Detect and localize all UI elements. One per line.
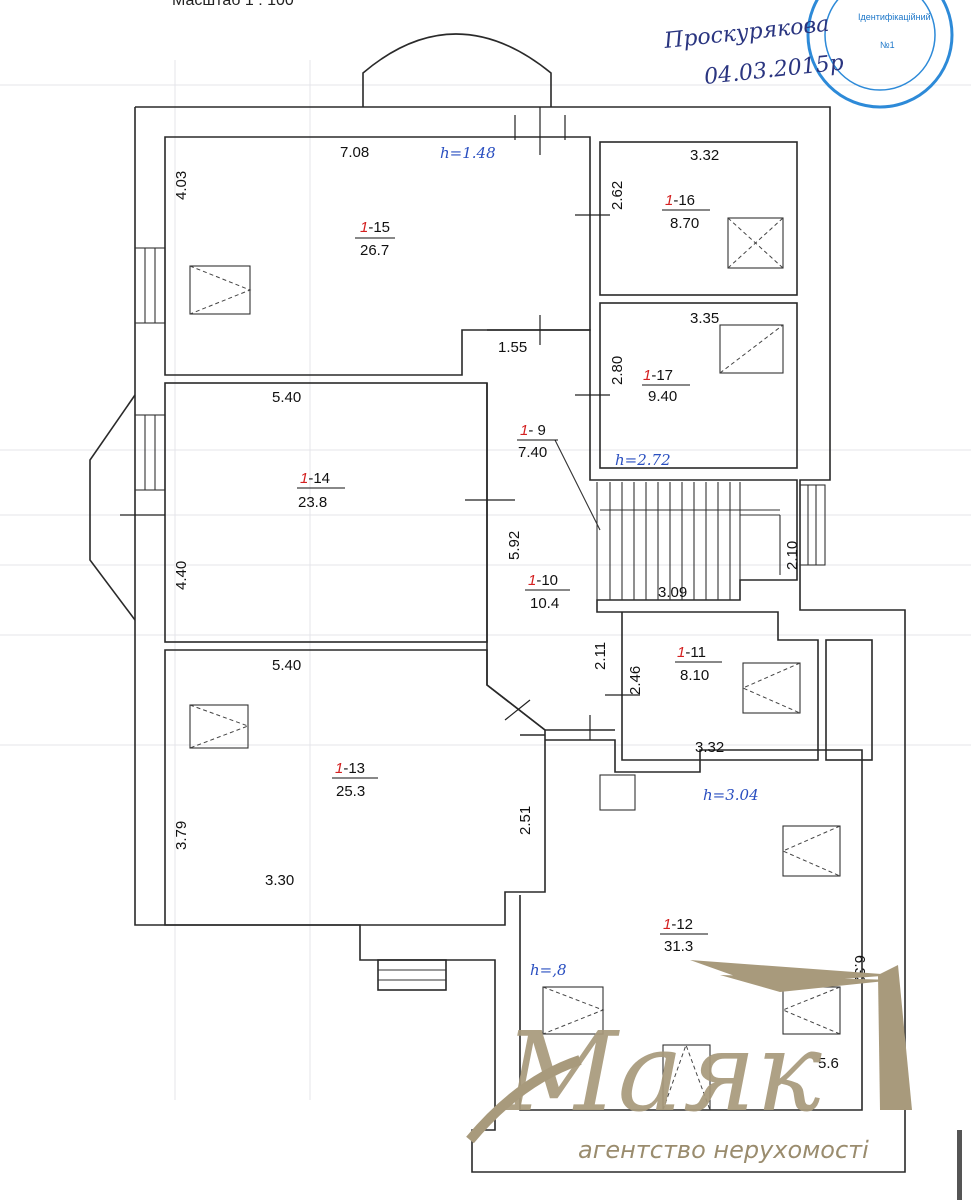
svg-text:7.40: 7.40 bbox=[518, 444, 547, 461]
corridor-1-9-1-10 bbox=[487, 329, 819, 761]
lighthouse-icon bbox=[878, 965, 912, 1110]
svg-text:10.4: 10.4 bbox=[530, 595, 559, 612]
svg-text:3.79: 3.79 bbox=[173, 821, 190, 850]
background-table bbox=[0, 60, 971, 1100]
official-stamp: Ідентифікаційний №1 bbox=[806, 0, 954, 109]
svg-text:26.7: 26.7 bbox=[360, 242, 389, 259]
svg-text:5.6: 5.6 bbox=[818, 1055, 839, 1072]
svg-text:h=2.72: h=2.72 bbox=[615, 451, 671, 469]
svg-text:5.92: 5.92 bbox=[506, 531, 523, 560]
svg-text:1-14: 1-14 bbox=[300, 470, 330, 487]
doors bbox=[120, 107, 640, 740]
svg-text:25.3: 25.3 bbox=[336, 783, 365, 800]
room-labels: 1-15 26.7 1-16 8.70 1-17 9.40 1-14 23.8 … bbox=[297, 192, 722, 955]
svg-text:8.70: 8.70 bbox=[670, 215, 699, 232]
svg-text:2.11: 2.11 bbox=[592, 642, 609, 670]
svg-text:2.46: 2.46 bbox=[627, 666, 644, 695]
closet bbox=[825, 639, 873, 761]
svg-text:1.55: 1.55 bbox=[498, 339, 527, 356]
svg-text:3.30: 3.30 bbox=[265, 872, 294, 889]
room-1-14 bbox=[164, 382, 488, 643]
svg-text:1-16: 1-16 bbox=[665, 192, 695, 209]
svg-text:3.32: 3.32 bbox=[695, 739, 724, 756]
svg-text:3.35: 3.35 bbox=[690, 310, 719, 327]
svg-text:3.32: 3.32 bbox=[690, 147, 719, 164]
svg-text:3.09: 3.09 bbox=[658, 584, 687, 601]
svg-text:2.62: 2.62 bbox=[609, 181, 626, 210]
svg-text:1-12: 1-12 bbox=[663, 916, 693, 933]
fixture-boxes bbox=[189, 217, 841, 1111]
svg-text:1-13: 1-13 bbox=[335, 760, 365, 777]
svg-text:31.3: 31.3 bbox=[664, 938, 693, 955]
entrance-steps bbox=[377, 959, 447, 991]
left-bay-window bbox=[89, 394, 136, 621]
svg-text:23.8: 23.8 bbox=[298, 494, 327, 511]
top-bay-window bbox=[362, 33, 552, 107]
svg-text:агентство нерухомості: агентство нерухомості bbox=[578, 1136, 869, 1164]
svg-text:4.03: 4.03 bbox=[173, 171, 190, 200]
svg-text:2.51: 2.51 bbox=[517, 806, 534, 835]
lighthouse-beam-icon bbox=[690, 960, 895, 992]
svg-text:1- 9: 1- 9 bbox=[520, 422, 546, 439]
svg-text:1-17: 1-17 bbox=[643, 367, 673, 384]
svg-text:8.10: 8.10 bbox=[680, 667, 709, 684]
staircase bbox=[554, 439, 781, 600]
room-1-17 bbox=[599, 302, 798, 469]
dimension-labels: 7.08 4.03 3.32 2.62 3.35 2.80 1.55 5.40 … bbox=[173, 144, 868, 1072]
outer-wall bbox=[135, 106, 906, 1173]
svg-text:2.10: 2.10 bbox=[784, 541, 801, 570]
signature: Проскурякова bbox=[662, 12, 830, 54]
svg-text:Ідентифікаційний: Ідентифікаційний bbox=[858, 12, 931, 22]
room-1-15 bbox=[164, 136, 591, 376]
svg-text:2.80: 2.80 bbox=[609, 356, 626, 385]
svg-text:h=1.48: h=1.48 bbox=[440, 144, 496, 162]
svg-text:№1: №1 bbox=[880, 40, 895, 50]
height-notes: h=1.48 h=2.72 h=3.04 h=,8 bbox=[440, 144, 759, 979]
scrollbar[interactable] bbox=[957, 1130, 962, 1200]
svg-text:9.40: 9.40 bbox=[648, 388, 677, 405]
svg-text:7.08: 7.08 bbox=[340, 144, 369, 161]
signature-date: 04.03.2015р bbox=[703, 50, 845, 90]
svg-text:1-15: 1-15 bbox=[360, 219, 390, 236]
maiak-logo: Маяк агентство нерухомості bbox=[466, 960, 912, 1164]
scale-label: Масштаб 1 : 100 bbox=[172, 0, 294, 9]
small-steps bbox=[599, 774, 636, 811]
room-1-12 bbox=[519, 734, 863, 1111]
room-1-16 bbox=[599, 141, 798, 296]
svg-text:Маяк: Маяк bbox=[503, 1008, 822, 1136]
svg-text:5.40: 5.40 bbox=[272, 657, 301, 674]
svg-text:h=3.04: h=3.04 bbox=[703, 786, 759, 804]
svg-text:1-11: 1-11 bbox=[677, 644, 706, 661]
svg-text:5.40: 5.40 bbox=[272, 389, 301, 406]
svg-text:4.40: 4.40 bbox=[173, 561, 190, 590]
svg-text:h=,8: h=,8 bbox=[530, 961, 567, 979]
room-1-13 bbox=[164, 649, 546, 926]
svg-text:1-10: 1-10 bbox=[528, 572, 558, 589]
